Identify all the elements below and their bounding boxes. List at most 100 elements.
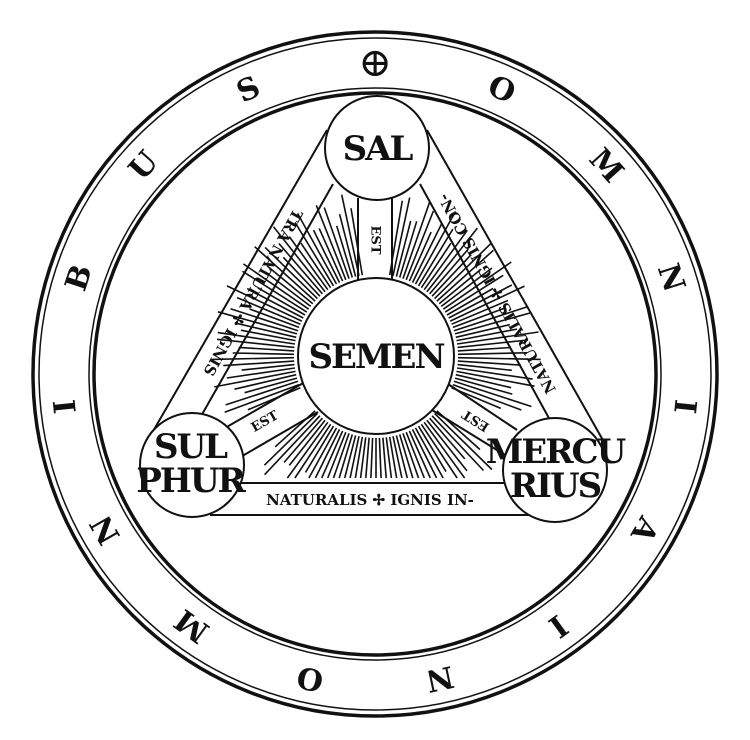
ray-line [365, 437, 370, 479]
ray-line [234, 373, 297, 390]
ray-line [332, 433, 350, 479]
ray-line [242, 263, 310, 310]
ray-line [288, 419, 326, 466]
ray-line [444, 274, 504, 313]
ray-line [216, 338, 295, 349]
ray-line [428, 417, 466, 460]
ray-line [417, 228, 454, 287]
ray-line [340, 194, 360, 276]
ray-line [431, 254, 472, 297]
ray-line [266, 265, 314, 305]
ray-line [457, 339, 529, 349]
ray-line [370, 437, 374, 479]
ray-line [304, 425, 335, 473]
ray-line [426, 227, 479, 293]
ray-line [440, 267, 493, 308]
ray-line [453, 380, 532, 408]
ray-line [392, 197, 411, 276]
ray-line [282, 256, 321, 297]
ray-line [448, 284, 513, 319]
ring-letter: I [48, 398, 84, 416]
ray-line [402, 433, 420, 479]
ray-line [294, 423, 332, 479]
ring-letter: N [423, 658, 457, 698]
ring-letter: O [294, 658, 327, 698]
ray-line [350, 208, 364, 276]
inner-ring-inner-line [92, 91, 658, 657]
ray-line [323, 207, 350, 279]
ray-line [249, 308, 300, 329]
sulphur-circle [139, 412, 245, 518]
right-spoke-lower [431, 409, 506, 456]
ray-line [238, 346, 295, 352]
ray-line [453, 305, 529, 332]
ray-line [326, 431, 347, 479]
ray-line [454, 312, 531, 335]
ray-line [420, 423, 458, 479]
sulphur-label-line1: SUL [154, 427, 228, 467]
ray-line [300, 242, 332, 289]
ray-line [434, 242, 493, 300]
ray-line [426, 419, 468, 472]
ray-line [211, 356, 295, 361]
ray-line [335, 225, 354, 278]
earth-symbol-icon: ⊕ [358, 40, 392, 86]
ring-letter: I [666, 398, 702, 416]
ray-line [398, 221, 418, 278]
ray-line [385, 437, 393, 479]
ray-line [408, 231, 432, 282]
ring-letter: M [168, 602, 215, 650]
ray-line [272, 226, 326, 293]
semen-rays [211, 194, 541, 479]
right-band-outer-line [426, 129, 605, 443]
ray-line [417, 425, 447, 473]
ray-line [236, 296, 301, 325]
mercurius-label-line2: RIUS [510, 466, 601, 506]
ray-line [457, 356, 541, 361]
ray-line [378, 437, 382, 479]
ray-line [449, 285, 525, 322]
ray-line [296, 213, 338, 285]
ray-line [318, 228, 344, 282]
ray-line [312, 229, 341, 283]
ray-line [457, 352, 528, 356]
ray-line [456, 331, 539, 345]
ray-line [315, 205, 347, 281]
ray-line [457, 346, 511, 352]
ray-line [349, 436, 360, 479]
semen-circle [297, 277, 455, 435]
ray-line [454, 377, 513, 395]
ray-line [223, 360, 295, 367]
ray-line [392, 436, 403, 479]
right-spoke-upper [444, 381, 518, 431]
inner-ring [88, 87, 662, 661]
ray-line [286, 421, 329, 479]
ray-line [398, 434, 414, 479]
ray-line [217, 311, 298, 335]
ring-letter: O [482, 69, 520, 112]
ray-line [431, 415, 485, 472]
ray-line [442, 261, 512, 310]
ray-line [451, 299, 509, 325]
left-spoke-lower [231, 411, 319, 463]
ring-letter: N [84, 509, 128, 550]
ray-line [382, 437, 387, 479]
ray-line [226, 367, 296, 379]
mercurius-label-line1: MERCU [486, 432, 626, 472]
ring-letter: U [122, 144, 166, 187]
ray-line [452, 307, 506, 329]
ray-line [428, 248, 469, 295]
sulphur-label-line2: PHUR [136, 461, 246, 501]
ray-line [354, 436, 364, 479]
right-band-inner-line [419, 183, 551, 421]
ring-letter: I [542, 607, 574, 644]
ray-line [438, 268, 482, 305]
left-band-inner-line [199, 183, 334, 419]
ray-line [414, 427, 444, 479]
ray-line [236, 322, 297, 339]
ray-line [411, 429, 438, 479]
triangle [147, 129, 605, 516]
ray-line [402, 201, 431, 279]
